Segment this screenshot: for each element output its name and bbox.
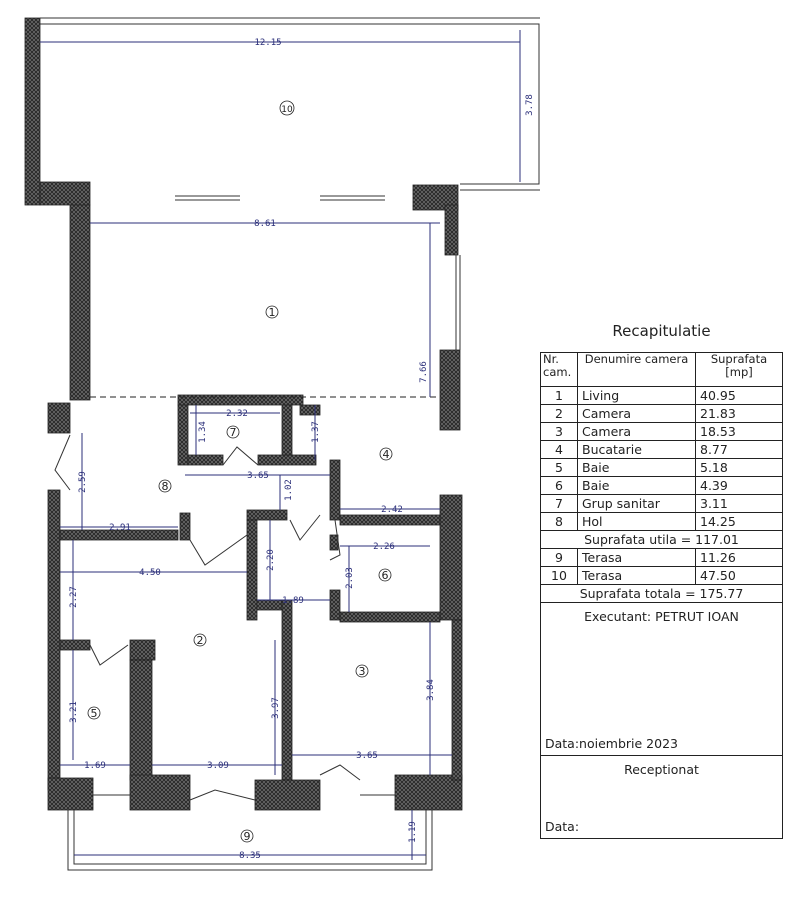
room-area: 21.83 bbox=[695, 404, 783, 423]
room-area: 4.39 bbox=[695, 476, 783, 495]
executant: Executant: PETRUT IOAN bbox=[584, 609, 739, 624]
dim-passage-depth: 2.20 bbox=[266, 549, 276, 571]
room-number: 10 bbox=[540, 566, 578, 585]
dim-room3-depth: 3.84 bbox=[426, 679, 436, 701]
room-name: Living bbox=[577, 386, 696, 405]
executant-box: Executant: PETRUT IOAN Data:noiembrie 20… bbox=[540, 603, 783, 756]
room-4-label: 4 bbox=[383, 448, 390, 461]
grand-total-row: Suprafata totala = 175.77 bbox=[540, 584, 783, 603]
room-name: Camera bbox=[577, 404, 696, 423]
room-area: 14.25 bbox=[695, 512, 783, 531]
room-number: 8 bbox=[540, 512, 578, 531]
dim-room2-width: 4.50 bbox=[139, 568, 161, 578]
room-number: 7 bbox=[540, 494, 578, 513]
dim-bath6-width: 2.26 bbox=[373, 542, 395, 552]
dim-room2-lower-width: 3.09 bbox=[207, 761, 229, 771]
room-number: 6 bbox=[540, 476, 578, 495]
area-summary: Recapitulatie Nr. cam. Denumire camera S… bbox=[540, 322, 783, 839]
room-number: 9 bbox=[540, 548, 578, 567]
dim-terrace10-width: 12.15 bbox=[254, 38, 281, 48]
dim-bath5-width: 1.69 bbox=[84, 761, 106, 771]
reception-box: Receptionat Data: bbox=[540, 756, 783, 839]
dim-terrace9-depth: 1.19 bbox=[408, 821, 418, 843]
room-name: Hol bbox=[577, 512, 696, 531]
room-number: 5 bbox=[540, 458, 578, 477]
room-area: 47.50 bbox=[695, 566, 783, 585]
terrace-9-outline bbox=[67, 810, 433, 871]
doors bbox=[54, 195, 461, 801]
room-area: 5.18 bbox=[695, 458, 783, 477]
room-3-label: 3 bbox=[359, 665, 366, 678]
header-nr: Nr. cam. bbox=[540, 352, 578, 387]
floor-plan: 12.15 3.78 8.61 7.66 2.32 1.34 1.37 3.65… bbox=[24, 17, 540, 871]
dim-bath6-depth: 2.03 bbox=[345, 567, 355, 589]
room-name: Grup sanitar bbox=[577, 494, 696, 513]
dimension-lines bbox=[40, 30, 521, 860]
dim-terrace10-depth: 3.78 bbox=[525, 94, 535, 116]
room-name: Terasa bbox=[577, 548, 696, 567]
dimension-labels: 12.15 3.78 8.61 7.66 2.32 1.34 1.37 3.65… bbox=[69, 38, 535, 861]
room-area: 3.11 bbox=[695, 494, 783, 513]
room-labels bbox=[87, 100, 393, 843]
dim-living-width: 8.61 bbox=[254, 219, 276, 229]
room-name: Camera bbox=[577, 422, 696, 441]
walls bbox=[24, 17, 463, 811]
dim-room3-width: 3.65 bbox=[356, 751, 378, 761]
dim-wc7-depth: 1.34 bbox=[198, 421, 208, 443]
dim-hall-left-depth: 2.59 bbox=[78, 471, 88, 493]
room-2-label: 2 bbox=[197, 634, 204, 647]
received-label: Receptionat bbox=[624, 762, 699, 777]
room-6-label: 6 bbox=[382, 569, 389, 582]
header-name: Denumire camera bbox=[577, 352, 696, 387]
dim-wc7-width: 2.32 bbox=[226, 409, 248, 419]
room-9-label: 9 bbox=[244, 830, 251, 843]
area-table: Nr. cam. Denumire camera Suprafata [mp] … bbox=[540, 352, 783, 603]
dim-terrace9-width: 8.35 bbox=[239, 851, 261, 861]
dim-room2-depth: 3.97 bbox=[271, 697, 281, 719]
table-header: Nr. cam. Denumire camera Suprafata [mp] bbox=[540, 352, 783, 387]
room-name: Terasa bbox=[577, 566, 696, 585]
header-area: Suprafata [mp] bbox=[695, 352, 783, 387]
room-1-label: 1 bbox=[269, 306, 276, 319]
room-number: 4 bbox=[540, 440, 578, 459]
room-10-label: 10 bbox=[281, 105, 293, 115]
date: Data:noiembrie 2023 bbox=[545, 736, 678, 751]
room-area: 18.53 bbox=[695, 422, 783, 441]
room-area: 40.95 bbox=[695, 386, 783, 405]
dim-passage-width: 1.89 bbox=[282, 596, 304, 606]
room-5-label: 5 bbox=[91, 707, 98, 720]
room-8-label: 8 bbox=[162, 480, 169, 493]
room-7-label: 7 bbox=[230, 426, 237, 439]
reception-date: Data: bbox=[545, 819, 580, 834]
dim-kitchen-depth: 1.37 bbox=[311, 421, 321, 443]
dim-living-depth: 7.66 bbox=[419, 361, 429, 383]
dim-bath5-depth: 3.21 bbox=[69, 701, 79, 723]
room-name: Bucatarie bbox=[577, 440, 696, 459]
dim-hall-width: 3.65 bbox=[247, 471, 269, 481]
dim-kitchen-width: 2.42 bbox=[381, 505, 403, 515]
useful-total-row: Suprafata utila = 117.01 bbox=[540, 530, 783, 549]
dim-hall-left-width: 2.91 bbox=[109, 523, 131, 533]
dim-hall-gap: 1.02 bbox=[284, 479, 294, 501]
room-number: 2 bbox=[540, 404, 578, 423]
room-area: 8.77 bbox=[695, 440, 783, 459]
dim-room2-upper-depth: 2.27 bbox=[69, 586, 79, 608]
room-name: Baie bbox=[577, 458, 696, 477]
room-area: 11.26 bbox=[695, 548, 783, 567]
room-name: Baie bbox=[577, 476, 696, 495]
summary-title: Recapitulatie bbox=[612, 322, 711, 340]
room-number: 3 bbox=[540, 422, 578, 441]
terrace-10-outline bbox=[40, 17, 540, 191]
room-number: 1 bbox=[540, 386, 578, 405]
